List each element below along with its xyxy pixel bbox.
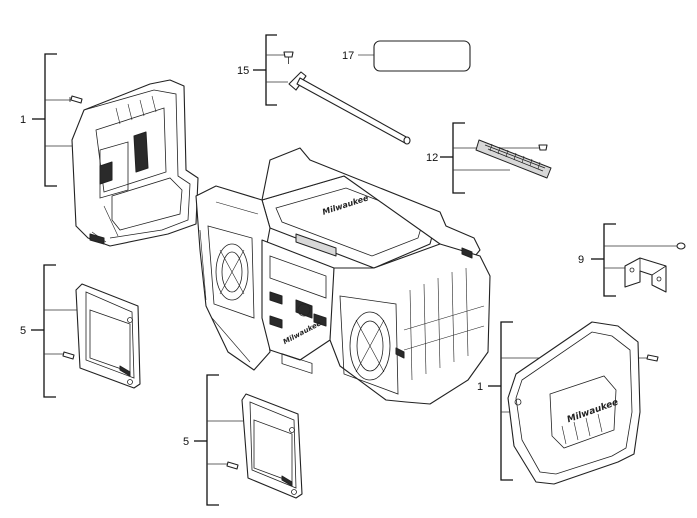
callout-label-9: 9	[578, 254, 584, 266]
callout-label-5-left: 5	[20, 325, 26, 337]
callout-9: 9	[578, 223, 678, 297]
antenna-rod-icon	[296, 77, 409, 144]
handle-insert-part	[475, 139, 552, 179]
speaker-grille-bottom	[226, 393, 303, 499]
callout-15: 15	[237, 34, 288, 106]
antenna-assembly	[283, 51, 411, 145]
callout-label-12: 12	[426, 152, 438, 164]
radio-main-body: Milwaukee Milwaukee	[195, 147, 491, 405]
callout-label-5-bottom: 5	[183, 436, 189, 448]
callout-17: 17	[342, 40, 471, 72]
end-cap-right-screw-icon	[646, 354, 659, 362]
end-cap-right: Milwaukee	[507, 321, 659, 485]
callout-label-1-left: 1	[20, 114, 26, 126]
grille-left-screw-icon	[62, 351, 75, 360]
end-cap-screw-icon	[70, 95, 83, 104]
callout-label-15: 15	[237, 65, 249, 77]
label-plate	[373, 40, 471, 72]
callout-5-left: 5	[20, 264, 80, 398]
callout-5-bottom: 5	[183, 374, 243, 506]
grille-bottom-screw-icon	[226, 461, 239, 470]
handle-screw-icon	[538, 144, 548, 151]
speaker-grille-left	[62, 283, 141, 389]
callout-label-17: 17	[342, 50, 354, 62]
antenna-screw-icon	[283, 51, 294, 58]
end-cap-left	[69, 79, 199, 247]
callout-label-1-right: 1	[477, 381, 483, 393]
bracket-part	[624, 242, 686, 293]
bracket-screw-icon	[676, 242, 686, 250]
